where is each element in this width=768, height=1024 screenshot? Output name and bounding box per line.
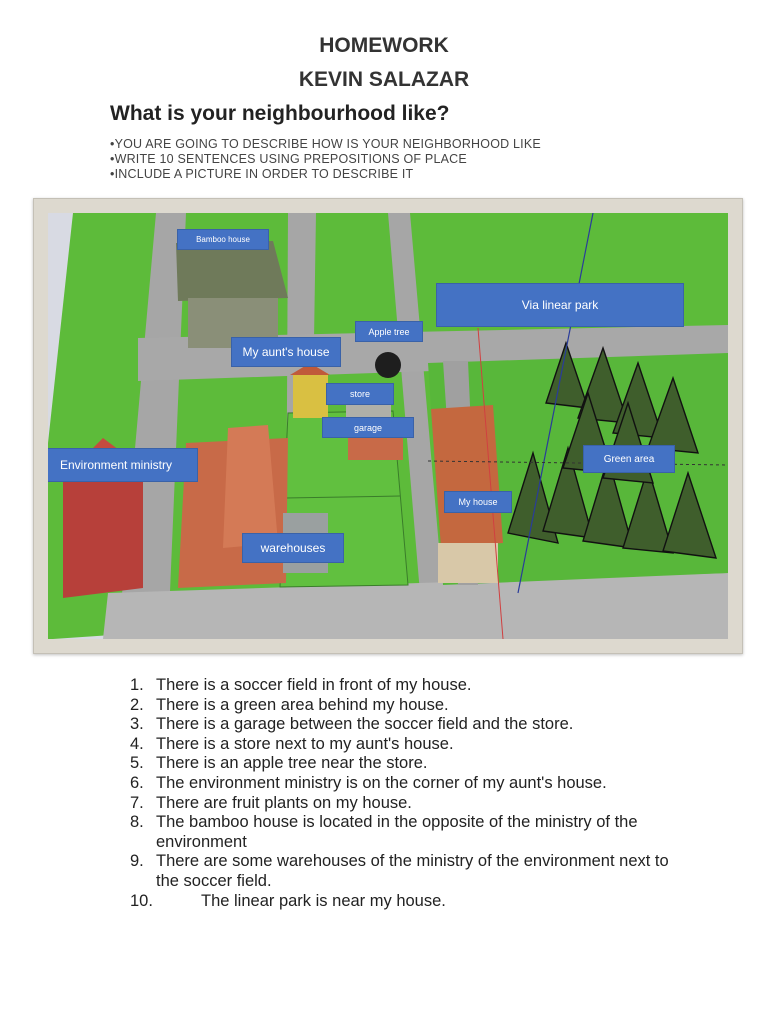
list-item: 6.The environment ministry is on the cor… — [130, 773, 607, 792]
label-apple-tree: Apple tree — [355, 321, 423, 342]
label-bamboo-house: Bamboo house — [177, 229, 269, 250]
label-store: store — [326, 383, 394, 405]
list-item: 2.There is a green area behind my house. — [130, 695, 449, 714]
neighbourhood-picture-frame: Bamboo house Via linear park Apple tree … — [33, 198, 743, 654]
list-item: 10.The linear park is near my house. — [130, 891, 446, 910]
list-item: 4.There is a store next to my aunt's hou… — [130, 734, 454, 753]
label-via-linear-park: Via linear park — [436, 283, 684, 327]
instruction-line: •INCLUDE A PICTURE IN ORDER TO DESCRIBE … — [110, 167, 414, 181]
list-item: 8.The bamboo house is located in the opp… — [130, 813, 638, 851]
list-item: 7.There are fruit plants on my house. — [130, 793, 412, 812]
label-green-area: Green area — [583, 445, 675, 473]
list-item: 1.There is a soccer field in front of my… — [130, 676, 472, 694]
instruction-line: •YOU ARE GOING TO DESCRIBE HOW IS YOUR N… — [110, 137, 541, 151]
question-heading: What is your neighbourhood like? — [110, 102, 450, 125]
sentence-list: 1.There is a soccer field in front of my… — [130, 676, 690, 911]
instruction-line: •WRITE 10 SENTENCES USING PREPOSITIONS O… — [110, 152, 467, 166]
label-warehouses: warehouses — [242, 533, 344, 563]
label-my-house: My house — [444, 491, 512, 513]
list-item: 9.There are some warehouses of the minis… — [130, 852, 669, 890]
document-title: HOMEWORK — [319, 34, 449, 57]
list-item: 3.There is a garage between the soccer f… — [130, 715, 574, 734]
list-item: 5.There is an apple tree near the store. — [130, 754, 428, 773]
author-name: KEVIN SALAZAR — [298, 68, 470, 91]
label-environment-ministry: Environment ministry — [48, 448, 198, 482]
label-garage: garage — [322, 417, 414, 438]
label-aunts-house: My aunt's house — [231, 337, 341, 367]
neighbourhood-picture: Bamboo house Via linear park Apple tree … — [48, 213, 728, 639]
